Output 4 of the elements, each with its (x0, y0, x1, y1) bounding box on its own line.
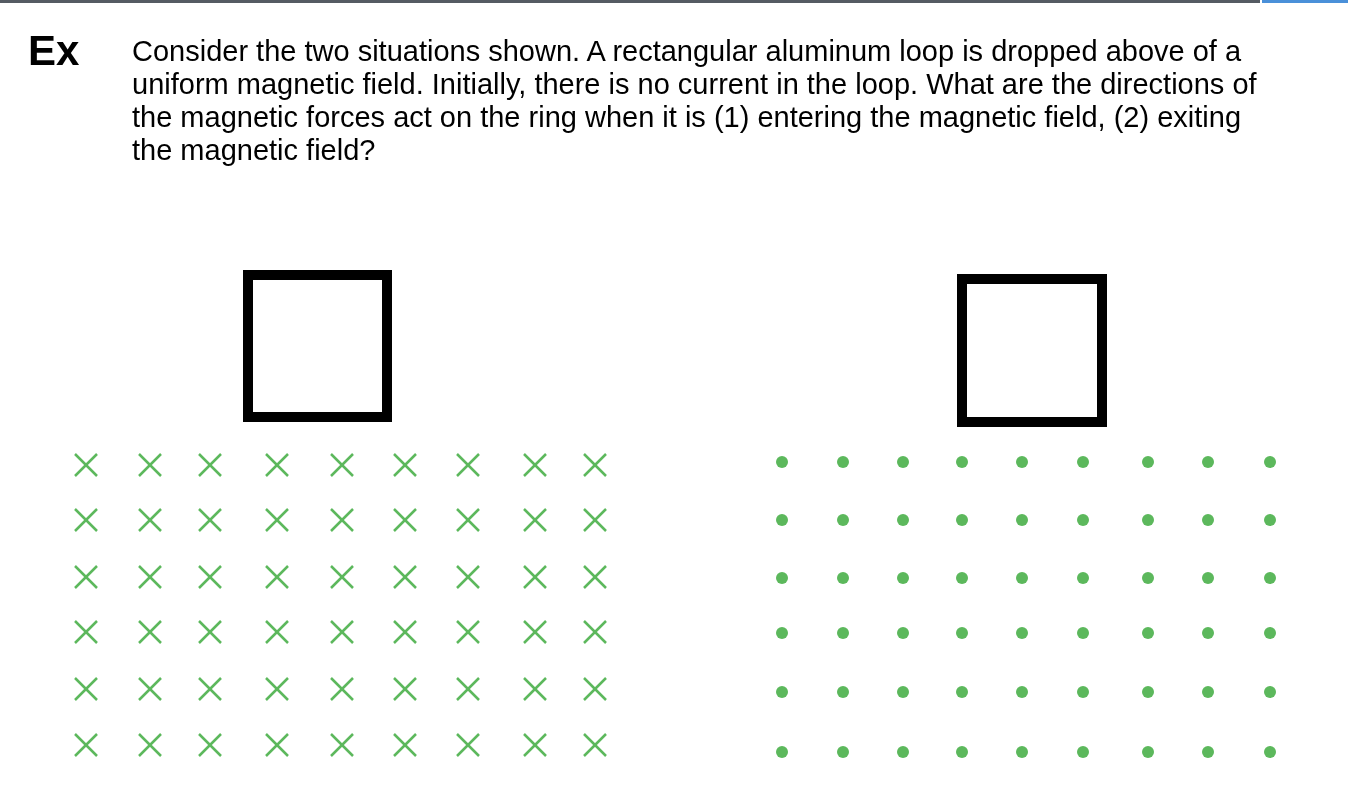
example-label: Ex (28, 30, 80, 72)
wire-loop (957, 274, 1107, 427)
question-text: Consider the two situations shown. A rectangular aluminum loop is dropped above of a uniform magnetic field. Initially, there is no current in the loop. What are the directions of the magnetic forces act on the ring when it is (1) entering the magnetic field, (2) exiting the magnetic field? (132, 35, 1258, 167)
wire-loop (243, 270, 392, 422)
